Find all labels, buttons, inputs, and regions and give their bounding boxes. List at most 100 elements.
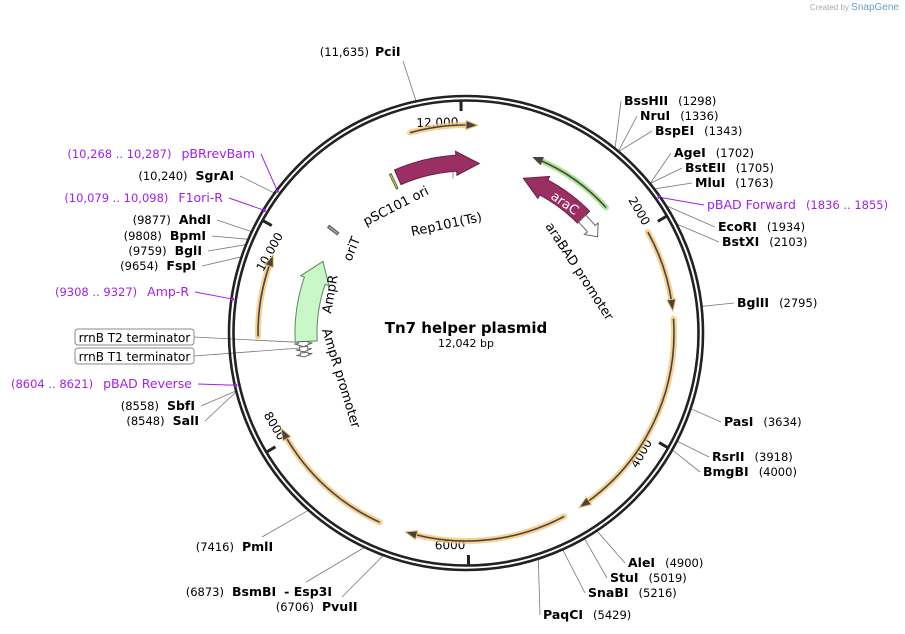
enzyme-leader-line bbox=[597, 531, 626, 564]
orf-arc-highlight bbox=[255, 259, 274, 340]
ampR-arrow bbox=[294, 260, 330, 343]
enzyme-site-sali: SalI (8548) bbox=[126, 413, 199, 428]
enzyme-position: (9808) bbox=[124, 229, 162, 243]
enzyme-leader-line bbox=[691, 408, 722, 423]
enzyme-name: EcoRI bbox=[718, 219, 757, 234]
primer-site-dot bbox=[657, 195, 661, 199]
enzyme-name: PvuII bbox=[322, 599, 358, 614]
orf-arrowhead-icon bbox=[264, 253, 274, 269]
rrnB-t1-arrow bbox=[296, 351, 313, 358]
primer-pbad-forward: pBAD Forward (1836 .. 1855) bbox=[657, 195, 888, 212]
enzyme-site-pasi: PasI(3634) bbox=[724, 414, 802, 429]
enzyme-position: (1343) bbox=[704, 124, 742, 138]
enzyme-position: (9759) bbox=[128, 244, 166, 258]
primer-name: pBAD Forward bbox=[707, 197, 796, 212]
orf-arc bbox=[257, 262, 271, 337]
araC-orf-arc bbox=[538, 158, 607, 209]
terminator-name: rrnB T1 terminator bbox=[79, 350, 191, 364]
terminator-name: rrnB T2 terminator bbox=[79, 331, 191, 345]
terminator-label-box bbox=[74, 347, 195, 365]
oriT-box bbox=[326, 224, 340, 236]
primer-site-dot bbox=[262, 208, 266, 212]
enzyme-name: RsrII bbox=[712, 449, 745, 464]
ampR-promoter-arrow bbox=[294, 340, 313, 348]
enzyme-leader-line bbox=[537, 559, 541, 616]
orf-arrowhead-icon bbox=[577, 496, 593, 509]
primer-site-dot bbox=[230, 297, 235, 301]
primer-range: (10,268 .. 10,287) bbox=[67, 147, 171, 161]
enzyme-site-bgli: BglI(9759) bbox=[128, 243, 202, 258]
enzyme-position: (4000) bbox=[759, 465, 797, 479]
ampR-promoter-label: AmpR promoter bbox=[318, 327, 363, 431]
orf-arc-highlight bbox=[282, 432, 383, 526]
features bbox=[255, 119, 677, 544]
enzyme-leader-line bbox=[650, 152, 672, 184]
enzyme-name: StuI bbox=[610, 570, 639, 585]
enzyme-leader-line bbox=[211, 235, 248, 240]
enzyme-position: (10,240) bbox=[138, 169, 187, 183]
enzyme-name: BstEII bbox=[685, 160, 726, 175]
enzyme-name: BstXI bbox=[722, 234, 759, 249]
enzyme-position: (8548) bbox=[126, 414, 164, 428]
enzyme-site-bglii: BglII(2795) bbox=[737, 295, 817, 310]
enzyme-leader-line bbox=[216, 219, 251, 232]
enzyme-site-bpmi: BpmI(9808) bbox=[124, 228, 206, 243]
enzyme-name: AgeI bbox=[674, 145, 706, 160]
enzyme-site-bmgbi: BmgBI(4000) bbox=[703, 464, 797, 479]
enzyme-leader-line bbox=[655, 182, 693, 190]
enzyme-name: BspEI bbox=[655, 123, 694, 138]
primer-leader-line bbox=[228, 197, 265, 211]
terminator-leader-line bbox=[193, 336, 299, 343]
enzyme-leader-line bbox=[341, 555, 384, 598]
terminator-label-2: rrnB T1 terminator bbox=[74, 347, 195, 365]
enzyme-name: SalI bbox=[173, 413, 199, 428]
label-leader-lines bbox=[193, 60, 735, 616]
enzyme-leader-line bbox=[672, 450, 701, 473]
enzyme-position: (6706) bbox=[276, 600, 314, 614]
primer-range: (8604 .. 8621) bbox=[11, 377, 93, 391]
orf-arrowhead-icon bbox=[666, 298, 677, 313]
enzyme-name: MluI bbox=[695, 175, 725, 190]
primer-name: F1ori-R bbox=[178, 190, 223, 205]
enzyme-site-alei: AleI(4900) bbox=[628, 555, 703, 570]
enzyme-leader-line bbox=[261, 510, 308, 538]
primer-leader-line bbox=[197, 383, 236, 386]
primer-name: pBRrevBam bbox=[181, 146, 255, 161]
primer-pbad-reverse: pBAD Reverse(8604 .. 8621) bbox=[11, 376, 238, 391]
enzyme-position: (5216) bbox=[639, 586, 677, 600]
credit-brand: SnapGene bbox=[851, 2, 899, 13]
plasmid-name: Tn7 helper plasmid bbox=[385, 319, 548, 337]
enzyme-name: SgrAI bbox=[196, 168, 234, 183]
primer-f1ori-r: F1ori-R(10,079 .. 10,098) bbox=[64, 190, 266, 212]
pSC101-ori-box bbox=[388, 173, 399, 190]
enzyme-site-fspi: FspI(9654) bbox=[120, 258, 196, 273]
enzyme-site-paqci: PaqCI(5429) bbox=[543, 607, 631, 622]
enzyme-site-pvuii: PvuII (6706) bbox=[276, 599, 358, 614]
enzyme-site-pmli: PmlI(7416) bbox=[196, 539, 273, 554]
primer-amp-r: Amp-R(9308 .. 9327) bbox=[55, 284, 235, 301]
enzyme-leader-line bbox=[201, 256, 241, 267]
enzyme-leader-line bbox=[207, 244, 246, 252]
rep101-label: Rep101(Ts) bbox=[410, 210, 484, 240]
primer-range: (1836 .. 1855) bbox=[806, 198, 888, 212]
orf-arc bbox=[585, 318, 675, 504]
ampR-label: AmpR bbox=[320, 274, 342, 315]
enzyme-leader-line bbox=[402, 60, 417, 101]
terminator-label-1: rrnB T2 terminator bbox=[74, 328, 195, 346]
araBAD-promoter-label: araBAD promoter bbox=[542, 220, 617, 324]
enzyme-position: (1934) bbox=[767, 220, 805, 234]
araBAD-promoter-arrow bbox=[577, 214, 599, 238]
orf-arrowhead-icon bbox=[280, 426, 292, 442]
rep101-arrow bbox=[393, 150, 481, 186]
enzyme-site-nrui: NruI(1336) bbox=[640, 108, 718, 123]
enzyme-site-ecori: EcoRI (1934) bbox=[718, 219, 805, 234]
orf-arc bbox=[647, 231, 673, 303]
orf-arrowhead-icon bbox=[465, 119, 480, 131]
oriT-label: oriT bbox=[341, 235, 364, 264]
enzyme-position: (1702) bbox=[716, 146, 754, 160]
enzyme-leader-line bbox=[702, 302, 735, 307]
enzyme-site-bsteii: BstEII(1705) bbox=[685, 160, 774, 175]
enzyme-leader-line bbox=[677, 224, 720, 243]
orf-arc-highlight bbox=[583, 315, 677, 506]
